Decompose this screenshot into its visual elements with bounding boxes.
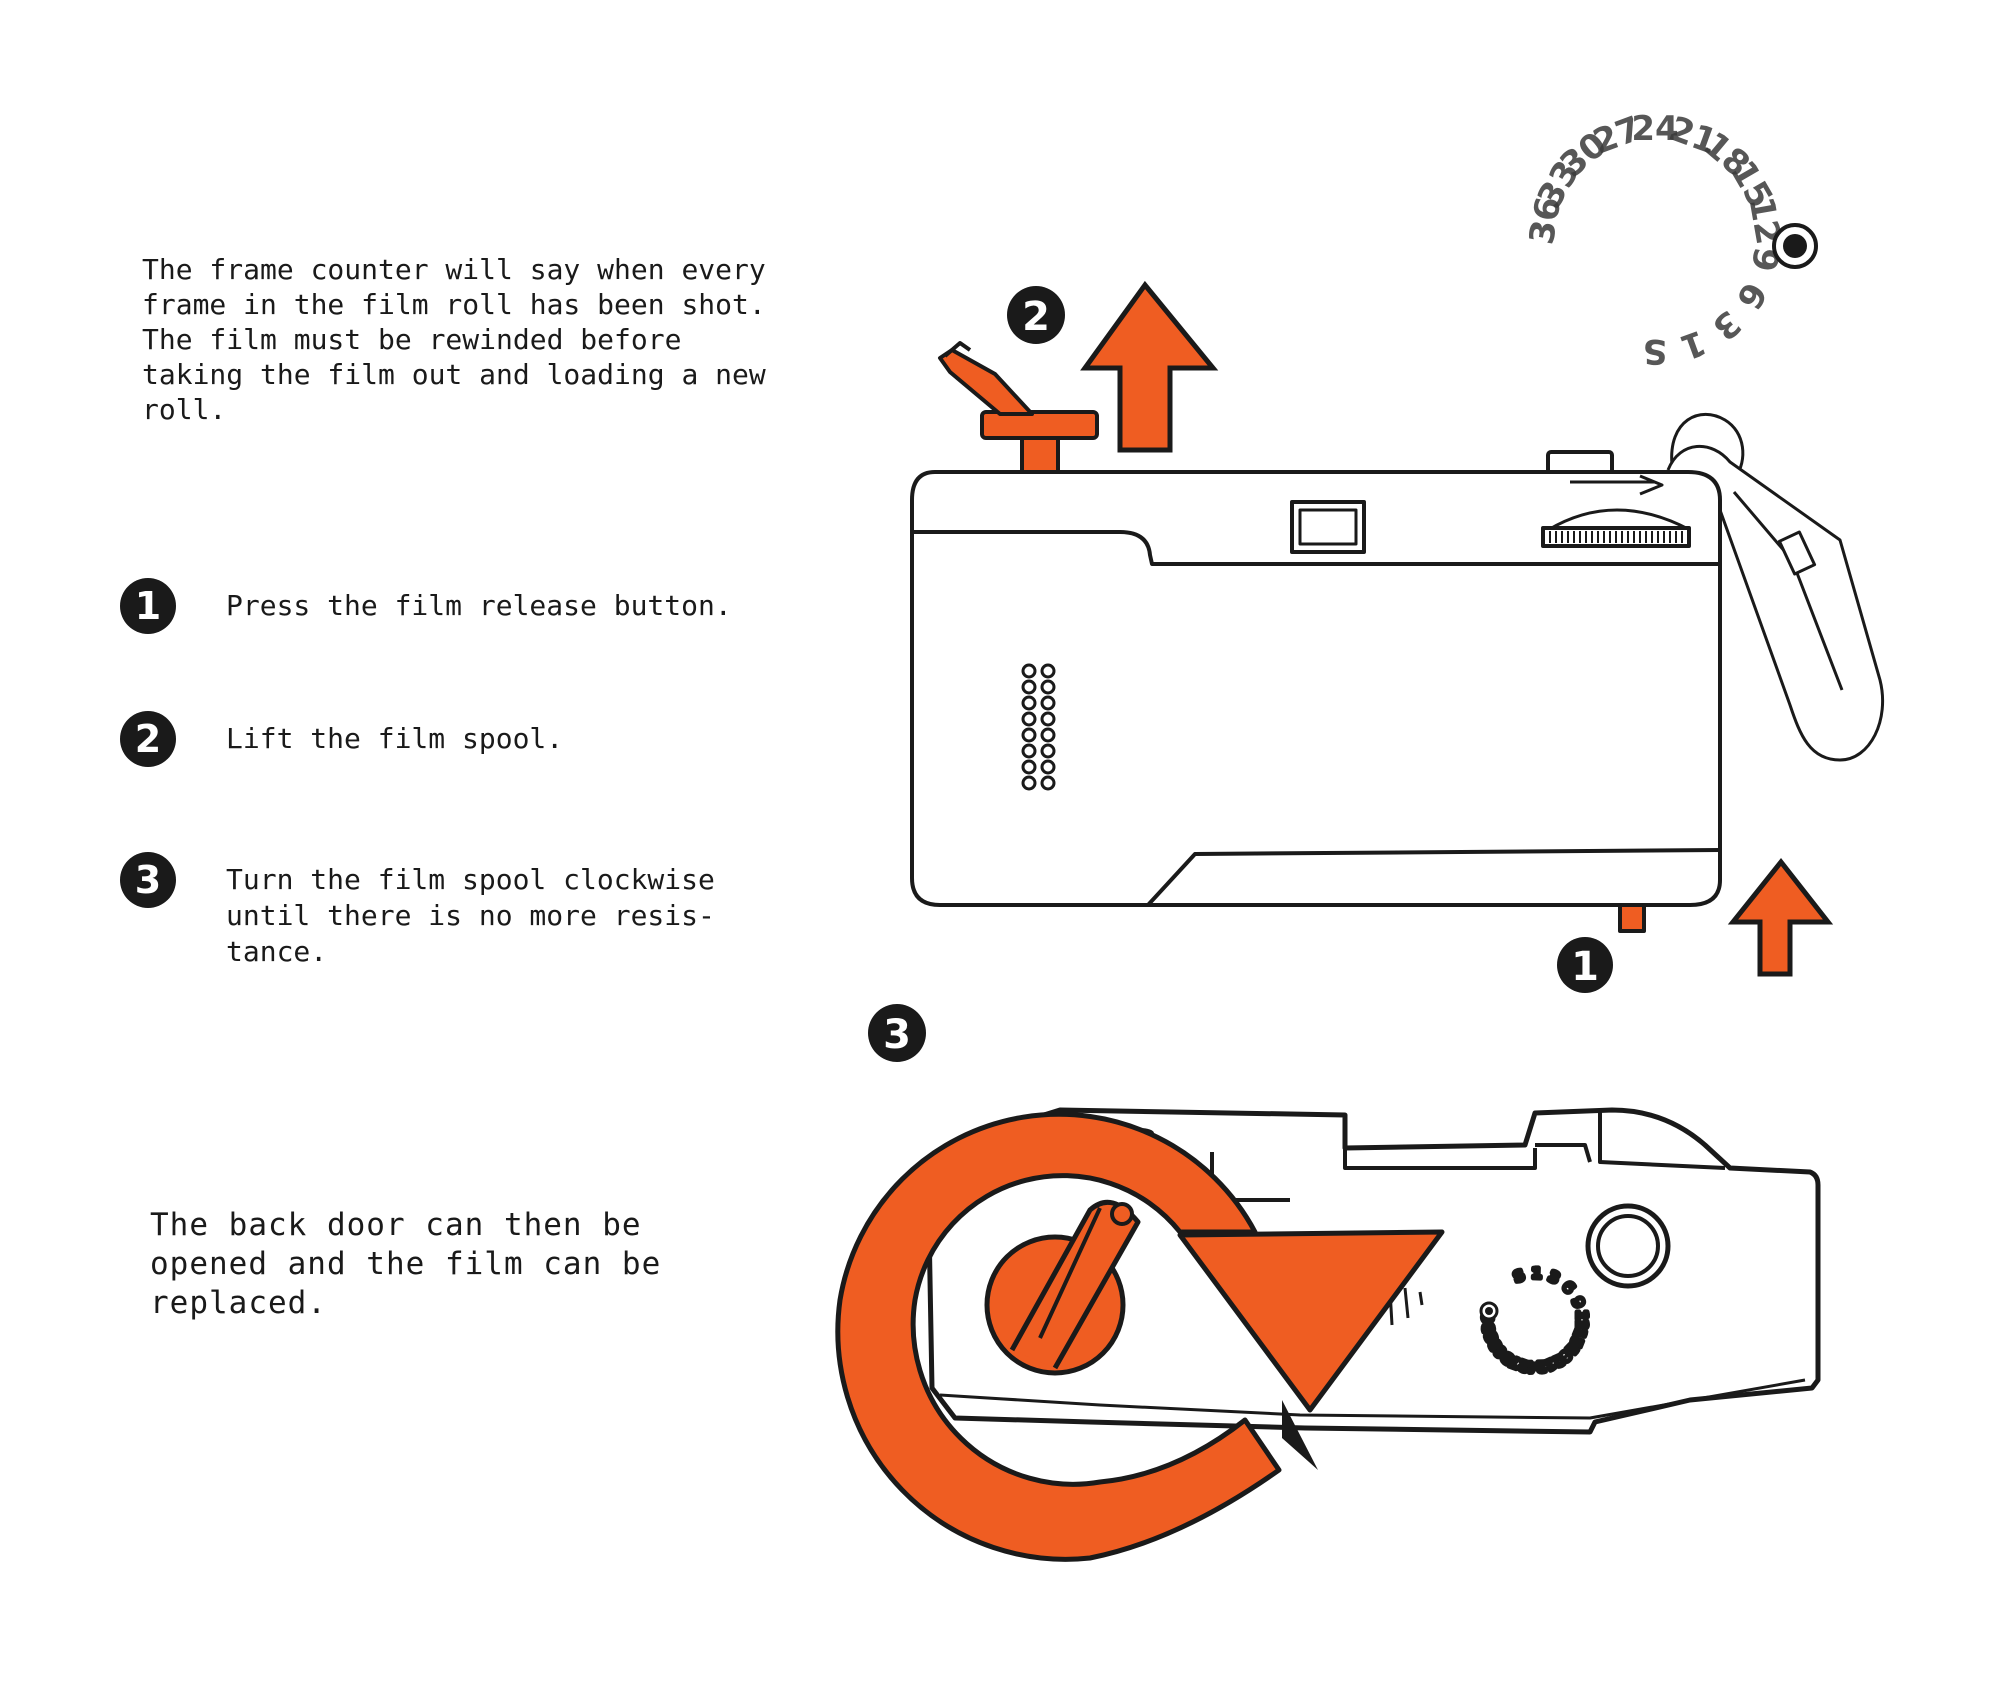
- step-2-number-badge: 2: [120, 711, 176, 767]
- speaker-hole: [1040, 775, 1056, 791]
- film-release-button: [1618, 903, 1646, 933]
- step-3: 3 Turn the film spool clockwise until th…: [120, 852, 820, 972]
- step-1: 1 Press the film release button.: [120, 578, 820, 698]
- frame-number: 1: [1675, 321, 1711, 367]
- step-1-text: Press the film release button.: [226, 589, 732, 622]
- speaker-hole: [1040, 743, 1056, 759]
- step-1-number-badge: 1: [120, 578, 176, 634]
- speaker-hole: [1021, 727, 1037, 743]
- intro-text: The frame counter will say when every fr…: [142, 253, 766, 426]
- speaker-hole: [1040, 679, 1056, 695]
- diagram-badge-2: 2: [1007, 286, 1065, 344]
- frame-number: 6: [1728, 275, 1774, 316]
- svg-text:3: 3: [883, 1012, 911, 1058]
- speaker-hole: [1040, 727, 1056, 743]
- svg-text:2: 2: [1022, 294, 1050, 340]
- step-2: 2 Lift the film spool.: [120, 711, 820, 831]
- camera-body: [910, 470, 1722, 907]
- outro-text: The back door can then be opened and the…: [150, 1207, 662, 1321]
- diagram-badge-3: 3: [868, 1004, 926, 1062]
- speaker-hole: [1021, 743, 1037, 759]
- speaker-hole: [1040, 663, 1056, 679]
- speaker-hole: [1021, 759, 1037, 775]
- step-3-text: Turn the film spool clockwise until ther…: [226, 863, 715, 968]
- speaker-hole: [1021, 711, 1037, 727]
- frame-number: 24: [1631, 109, 1678, 149]
- frame-number: 1: [1531, 1266, 1541, 1282]
- frame-number: S: [1643, 331, 1668, 371]
- film-spool: [938, 341, 1099, 474]
- frame-counter-indicator-icon: [1772, 223, 1818, 269]
- lift-arrow-icon: [1080, 280, 1219, 453]
- step-2-text: Lift the film spool.: [226, 722, 564, 755]
- rotate-clockwise-arrow-icon: [835, 1111, 1445, 1562]
- speaker-hole: [1021, 775, 1037, 791]
- svg-text:1: 1: [1571, 944, 1599, 990]
- frame-number: 24: [1526, 1358, 1546, 1375]
- wrist-strap-icon: [1666, 412, 1885, 762]
- speaker-grille: [1021, 663, 1056, 791]
- camera-top-view: [910, 341, 1885, 933]
- speaker-hole: [1021, 679, 1037, 695]
- speaker-hole: [1021, 663, 1037, 679]
- speaker-hole: [1040, 711, 1056, 727]
- frame-number: 36: [1522, 194, 1570, 248]
- speaker-hole: [1040, 695, 1056, 711]
- speaker-hole: [1021, 695, 1037, 711]
- press-arrow-icon: [1727, 857, 1834, 977]
- frame-number: 12: [1573, 1310, 1589, 1329]
- frame-number: 3: [1704, 302, 1748, 348]
- speaker-hole: [1040, 759, 1056, 775]
- diagram-badge-1: 1: [1557, 937, 1613, 993]
- step-3-number-badge: 3: [120, 852, 176, 908]
